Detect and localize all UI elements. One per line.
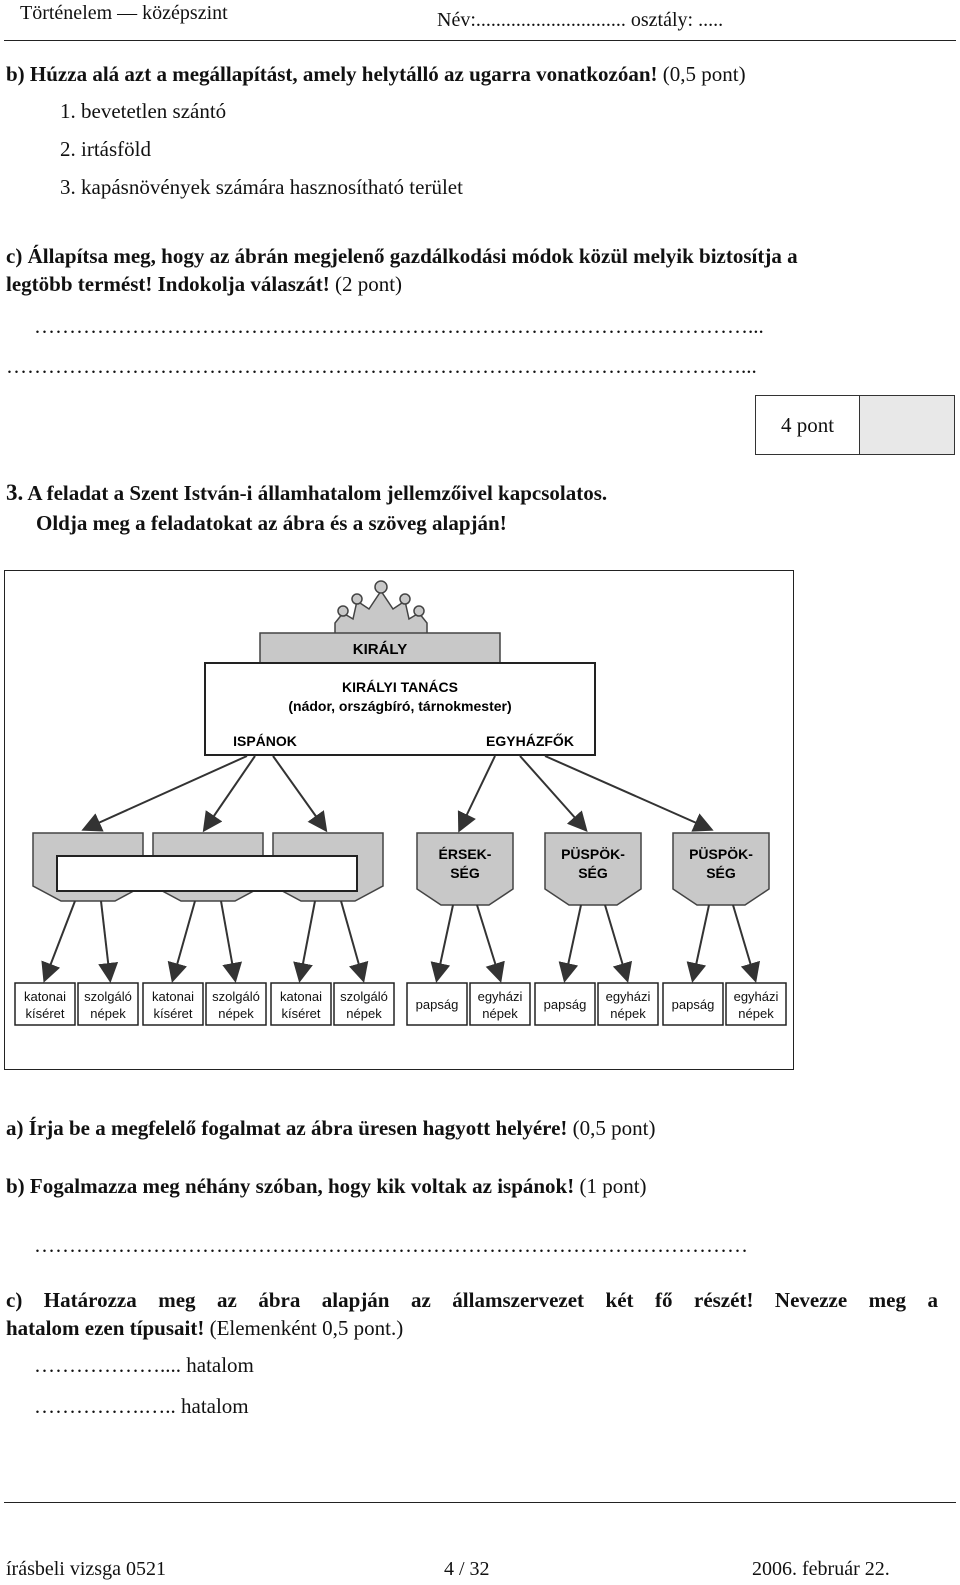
church-unit-3-line1: PÜSPÖK- [689,846,753,862]
bottom-12-l1: egyházi [734,989,779,1004]
name-field: Név:.............................. osztá… [437,9,724,31]
bottom-4-l1: szolgáló [212,989,260,1004]
church-shape-2 [544,832,642,906]
q3a-title: a) Írja be a megfelelő fogalmat az ábra … [6,1116,656,1140]
q3-title-1: 3. A feladat a Szent István-i államhatal… [6,480,608,505]
bottom-9-l1: papság [544,997,587,1012]
bottom-box-12 [725,982,787,1026]
bottom-10-l1: egyházi [606,989,651,1004]
level1-arrows [81,755,714,833]
king-label: KIRÁLY [353,641,407,658]
bottom-10-l2: népek [610,1006,646,1021]
bottom-4-l2: népek [218,1006,254,1021]
bottom-box-7 [406,982,468,1026]
score-box: 4 pont [755,395,955,455]
bottom-8-l2: népek [482,1006,518,1021]
church-unit-2-line1: PÜSPÖK- [561,846,625,862]
q2b-option-2[interactable]: 2. irtásföld [60,137,151,161]
blank-answer-box[interactable] [56,855,358,892]
q2c-line2: legtöbb termést! Indokolja válaszát! (2 … [6,272,403,296]
bottom-1-l1: katonai [24,989,66,1004]
q2c-line1: c) Állapítsa meg, hogy az ábrán megjelen… [6,244,798,268]
q2b-option-1[interactable]: 1. bevetetlen szántó [60,99,227,123]
state-structure-diagram: KIRÁLY KIRÁLYI TANÁCS (nádor, országbíró… [4,570,794,1070]
church-unit-1-line1: ÉRSEK- [439,846,492,862]
bottom-box-2 [77,982,139,1026]
bottom-boxes: katonai kíséret szolgáló népek katonai k… [14,982,787,1026]
q3-number: 3. [6,480,24,505]
diagram-svg: KIRÁLY KIRÁLYI TANÁCS (nádor, országbíró… [14,580,787,1026]
bottom-7-l1: papság [416,997,459,1012]
level2-arrows [41,900,761,983]
subject-header: Történelem — középszint [20,2,228,24]
page-number: 4 / 32 [444,1558,490,1580]
bottom-1-l2: kíséret [25,1006,64,1021]
q3c-line2: hatalom ezen típusait! (Elemenként 0,5 p… [6,1316,404,1340]
name-label: Név: [437,9,476,31]
header-rule [4,40,956,41]
bottom-12-l2: népek [738,1006,774,1021]
bottom-3-l1: katonai [152,989,194,1004]
church-unit-2-line2: SÉG [578,865,608,881]
bottom-box-3 [142,982,204,1026]
council-members: (nádor, országbíró, tárnokmester) [288,698,511,714]
q3-title-2: Oldja meg a feladatokat az ábra és a szö… [36,511,507,535]
q3c-answer-1[interactable]: ……………….... hatalom [34,1353,254,1377]
bottom-11-l1: papság [672,997,715,1012]
q2c-answer-line-2[interactable]: ……………………………………………………………………………………………... [6,354,757,378]
council-label: KIRÁLYI TANÁCS [342,679,458,695]
q3b-title: b) Fogalmazza meg néhány szóban, hogy ki… [6,1174,647,1198]
q2b-title: b) Húzza alá azt a megállapítást, amely … [6,62,746,86]
bottom-box-9 [534,982,596,1026]
q2b-option-3[interactable]: 3. kapásnövények számára hasznosítható t… [60,175,463,199]
council-box [204,662,596,756]
footer-rule [4,1502,956,1503]
bottom-6-l1: szolgáló [340,989,388,1004]
bottom-box-1 [14,982,76,1026]
bottom-box-11 [662,982,724,1026]
church-unit-3-line2: SÉG [706,865,736,881]
footer-left: írásbeli vizsga 0521 [6,1558,166,1580]
q3b-answer-line[interactable]: ………………………………………………………………………………………… [34,1233,748,1257]
score-value-field[interactable] [860,396,954,454]
footer-date: 2006. február 22. [752,1558,890,1580]
egyhazfok-label: EGYHÁZFŐK [486,732,574,749]
bottom-6-l2: népek [346,1006,382,1021]
class-label: osztály: [630,9,694,31]
bottom-8-l1: egyházi [478,989,523,1004]
score-label: 4 pont [756,396,860,454]
church-shapes [416,832,770,906]
bottom-box-8 [469,982,531,1026]
church-shape-3 [672,832,770,906]
crown-icon [334,580,428,644]
q3c-answer-2[interactable]: …………….….. hatalom [34,1394,249,1418]
bottom-box-5 [270,982,332,1026]
bottom-5-l2: kíséret [281,1006,320,1021]
q2c-answer-line-1[interactable]: …………………………………………………………………………………………... [34,314,764,338]
ispanok-label: ISPÁNOK [233,733,297,749]
bottom-5-l1: katonai [280,989,322,1004]
church-unit-1-line2: SÉG [450,865,480,881]
bottom-2-l2: népek [90,1006,126,1021]
bottom-2-l1: szolgáló [84,989,132,1004]
bottom-3-l2: kíséret [153,1006,192,1021]
q3c-line1: c) Határozza meg az ábra alapján az álla… [6,1288,938,1312]
bottom-box-4 [205,982,267,1026]
bottom-box-10 [597,982,659,1026]
church-shape-1 [416,832,514,906]
bottom-box-6 [333,982,395,1026]
